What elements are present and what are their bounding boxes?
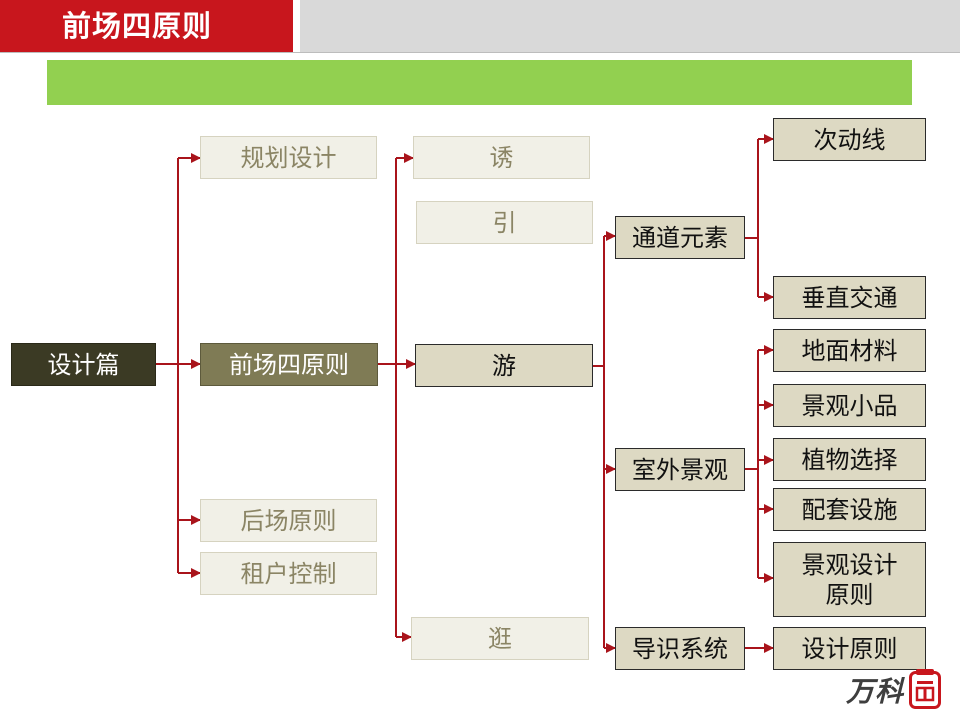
node-tenant-control: 租户控制	[200, 552, 377, 595]
node-facilities: 配套设施	[773, 488, 926, 531]
vanke-logo-text: 万科	[846, 675, 905, 708]
node-lure: 诱	[413, 136, 590, 179]
node-tour: 游	[415, 344, 593, 387]
node-secondary-path: 次动线	[773, 118, 926, 161]
node-plant-selection: 植物选择	[773, 438, 926, 481]
node-passage-elements: 通道元素	[615, 216, 745, 259]
node-back-principle: 后场原则	[200, 499, 377, 542]
node-landscape-design-principle: 景观设计 原则	[773, 542, 926, 617]
header-grey-bar	[300, 0, 960, 52]
node-design: 设计篇	[11, 343, 156, 386]
node-ground-material: 地面材料	[773, 329, 926, 372]
node-vertical-traffic: 垂直交通	[773, 276, 926, 319]
seal-icon	[909, 669, 941, 709]
node-planning: 规划设计	[200, 136, 377, 179]
node-wayfinding-system: 导识系统	[615, 627, 745, 670]
header-title-bar	[0, 0, 293, 52]
node-guide: 引	[416, 201, 593, 244]
node-design-principle: 设计原则	[773, 627, 926, 670]
green-banner	[47, 60, 912, 105]
node-outdoor-landscape: 室外景观	[615, 448, 745, 491]
page-title: 前场四原则	[62, 9, 213, 43]
node-stroll: 逛	[411, 617, 589, 660]
node-landscape-pieces: 景观小品	[773, 384, 926, 427]
node-front-four-principles: 前场四原则	[200, 343, 378, 386]
header-divider	[0, 52, 960, 53]
